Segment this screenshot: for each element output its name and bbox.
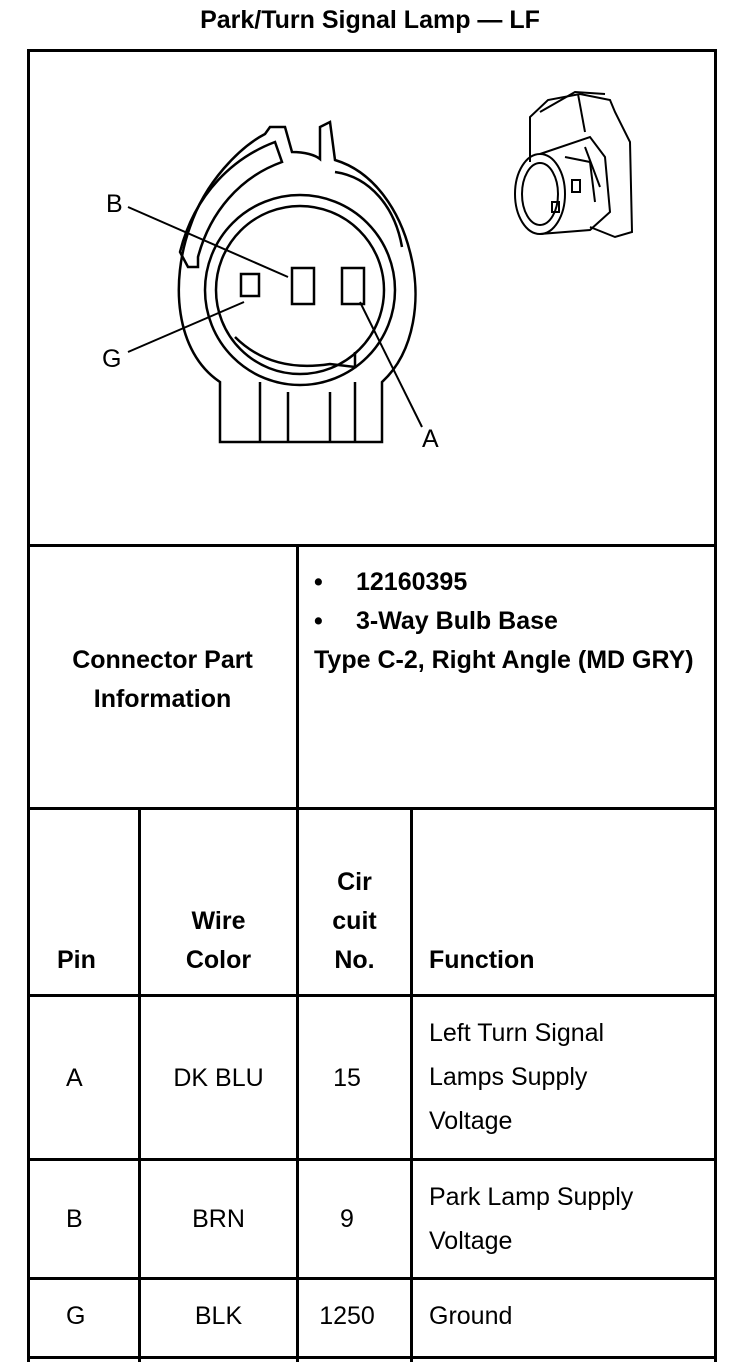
column-header-wire-color: Wire Color <box>141 902 296 980</box>
header-line: No. <box>334 946 375 974</box>
connector-3d-view <box>514 90 634 239</box>
leader-line-a <box>359 301 423 428</box>
divider <box>138 807 141 1362</box>
function-line: Park Lamp Supply <box>429 1183 634 1211</box>
part-number: 12160395 <box>356 568 468 596</box>
divider <box>27 807 717 810</box>
connector-face-illustration: B G A <box>102 90 634 453</box>
function-cell: Park Lamp Supply Voltage <box>429 1175 633 1263</box>
connector-info-list: • 12160395 • 3-Way Bulb Base Type C-2, R… <box>314 563 709 680</box>
wire-color-cell: BLK <box>194 1302 243 1330</box>
divider <box>27 49 717 52</box>
column-header-pin: Pin <box>57 946 96 974</box>
function-line: Voltage <box>429 1227 513 1255</box>
pin-label-g: G <box>102 345 121 373</box>
column-header-function: Function <box>429 946 535 974</box>
wire-color-cell: BRN <box>192 1205 245 1233</box>
divider <box>27 544 717 547</box>
bullet-icon: • <box>314 607 323 635</box>
circuit-cell: 9 <box>340 1205 354 1233</box>
header-line: Cir <box>337 868 372 896</box>
list-item: • 12160395 <box>314 563 709 602</box>
page-title: Park/Turn Signal Lamp — LF <box>200 6 540 34</box>
function-cell: Left Turn Signal Lamps Supply Voltage <box>429 1011 604 1143</box>
leader-line-g <box>127 301 245 353</box>
header-line: Wire <box>191 907 246 935</box>
pin-cell: B <box>66 1205 83 1233</box>
connector-type: 3-Way Bulb Base <box>356 607 558 635</box>
divider <box>410 807 413 1362</box>
connector-diagram: B G A <box>30 52 714 542</box>
divider <box>27 994 717 997</box>
divider <box>27 1277 717 1280</box>
pin-cell: A <box>66 1064 83 1092</box>
leader-line-b <box>127 206 289 278</box>
table-frame <box>27 49 717 1362</box>
circuit-cell: 15 <box>333 1064 361 1092</box>
pin-cell: G <box>66 1302 86 1330</box>
bullet-icon: • <box>314 568 323 596</box>
list-item: • 3-Way Bulb Base <box>314 602 709 641</box>
column-header-circuit: Cir cuit No. <box>299 863 410 980</box>
pin-label-b: B <box>106 190 123 218</box>
function-cell: Ground <box>429 1302 513 1330</box>
circuit-cell: 1250 <box>319 1302 375 1330</box>
pin-label-a: A <box>422 425 439 453</box>
wire-color-cell: DK BLU <box>173 1064 264 1092</box>
function-line: Voltage <box>429 1107 513 1135</box>
divider <box>296 544 299 1362</box>
header-line: Color <box>185 946 252 974</box>
connector-info-label: Connector Part Information <box>72 646 253 713</box>
connector-description: Type C-2, Right Angle (MD GRY) <box>314 646 694 674</box>
divider <box>27 1356 717 1359</box>
header-line: cuit <box>332 907 377 935</box>
divider <box>27 1158 717 1161</box>
function-line: Left Turn Signal <box>429 1019 605 1047</box>
function-line: Lamps Supply <box>429 1063 588 1091</box>
